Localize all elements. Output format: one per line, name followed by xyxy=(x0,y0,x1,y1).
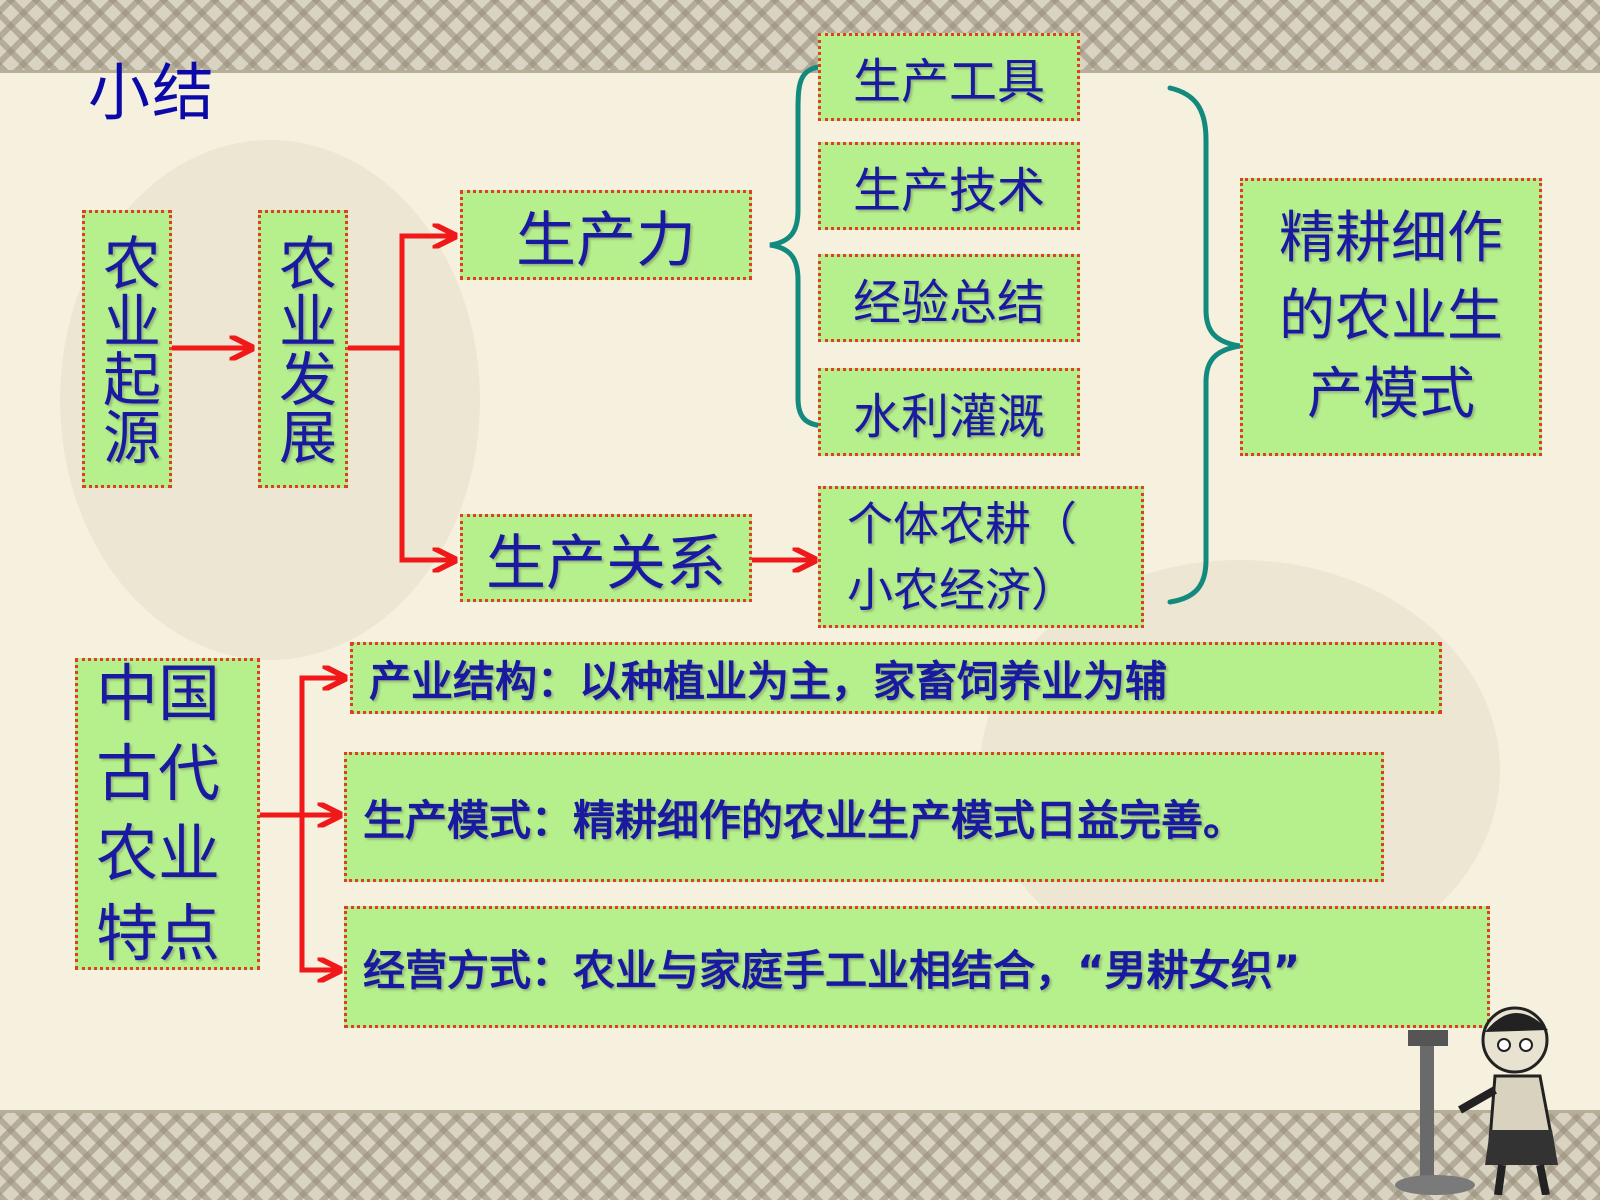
slide-title: 小结 xyxy=(88,56,217,129)
top-border-line xyxy=(0,70,1600,73)
traits-label-line1: 中国 xyxy=(96,657,221,730)
node-production-tools: 生产工具 xyxy=(818,33,1080,121)
trait-production-mode: 生产模式：精耕细作的农业生产模式日益完善。 xyxy=(344,752,1384,882)
brace-result xyxy=(1167,85,1241,605)
node-production-relations: 生产关系 xyxy=(460,514,752,602)
bottom-border-pattern xyxy=(0,1112,1600,1200)
node-ancient-agriculture-traits: 中国 古代 农业 特点 xyxy=(75,657,260,970)
individual-farming-line2: 小农经济） xyxy=(847,563,1077,617)
traits-label-line2: 古代 xyxy=(96,737,221,810)
branch-traits xyxy=(258,675,345,970)
branch-development xyxy=(344,233,455,560)
result-line2: 的农业生 xyxy=(1279,284,1503,349)
node-individual-farming: 个体农耕（ 小农经济） xyxy=(818,486,1144,628)
node-productivity: 生产力 xyxy=(460,190,752,280)
traits-label-line4: 特点 xyxy=(96,897,221,970)
node-water-irrigation: 水利灌溉 xyxy=(818,368,1080,456)
node-experience-summary: 经验总结 xyxy=(818,254,1080,342)
node-agriculture-development: 农业发展 xyxy=(258,210,348,488)
trait-industry-structure: 产业结构：以种植业为主，家畜饲养业为辅 xyxy=(350,642,1442,714)
brace-productivity xyxy=(769,63,833,429)
trait-business-mode: 经营方式：农业与家庭手工业相结合，“男耕女织” xyxy=(344,906,1490,1028)
top-border-pattern xyxy=(0,0,1600,70)
node-agriculture-origin: 农业起源 xyxy=(82,210,172,488)
individual-farming-line1: 个体农耕（ xyxy=(847,497,1077,551)
result-line3: 产模式 xyxy=(1307,362,1475,427)
node-production-technique: 生产技术 xyxy=(818,142,1080,230)
result-line1: 精耕细作 xyxy=(1279,206,1503,271)
traits-label-line3: 农业 xyxy=(96,817,221,890)
bottom-border-line xyxy=(0,1110,1600,1113)
farmer-illustration xyxy=(1395,1006,1558,1195)
node-intensive-farming-mode: 精耕细作 的农业生 产模式 xyxy=(1240,178,1542,456)
